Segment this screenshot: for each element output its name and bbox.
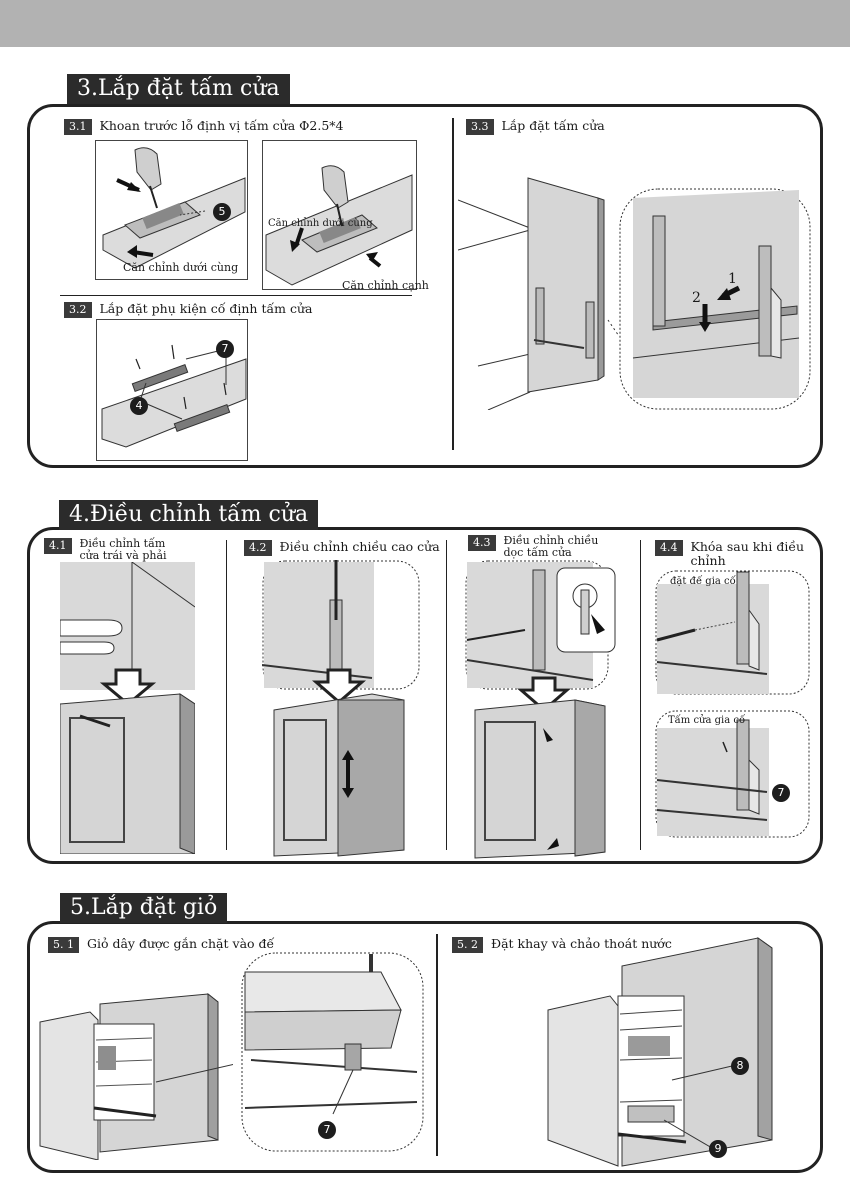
step-4-4: 4.4 Khóa sau khi điều chỉnh (655, 540, 809, 568)
step-label: Khoan trước lỗ định vị tấm cửa Φ2.5*4 (99, 118, 344, 133)
step-label: Đặt khay và chảo thoát nước (491, 936, 672, 951)
section-5-vertical-divider (436, 934, 438, 1156)
depth-adjust-illustration (465, 560, 625, 860)
section-4-divider-3 (640, 540, 641, 850)
arrow-label-2: 2 (692, 290, 701, 306)
step-5-1: 5. 1 Giỏ dây được gắn chặt vào đế (48, 937, 274, 953)
step-number: 4.1 (44, 538, 72, 554)
step-3-1: 3.1 Khoan trước lỗ định vị tấm cửa Φ2.5*… (64, 119, 343, 135)
step-label: Điều chỉnh tấm cửa trái và phải (79, 537, 167, 562)
step-label: Khóa sau khi điều chỉnh (690, 539, 805, 568)
door-install-detail-zoom (619, 188, 811, 410)
arrow-label-1: 1 (728, 271, 737, 287)
section-3-vertical-divider (452, 118, 454, 450)
callout-9: 9 (709, 1140, 727, 1158)
door-install-illustration (458, 170, 618, 410)
step-3-2: 3.2 Lắp đặt phụ kiện cố định tấm cửa (64, 302, 312, 318)
callout-7: 7 (772, 784, 790, 802)
drill-illustration-bottom-align (95, 140, 248, 280)
caption-reinforce-base: đặt đế gia cố (670, 576, 736, 587)
lock-after-adjust-illustration-top (655, 570, 810, 695)
section-4-title: 4.Điều chỉnh tấm cửa (59, 500, 319, 530)
step-3-3: 3.3 Lắp đặt tấm cửa (466, 119, 605, 135)
step-number: 3.3 (466, 119, 494, 135)
step-number: 4.3 (468, 535, 496, 551)
step-label: Giỏ dây được gắn chặt vào đế (87, 936, 275, 951)
section-3-title: 3.Lắp đặt tấm cửa (67, 74, 290, 104)
caption-bottom-align-2: Căn chỉnh dưới cùng (268, 218, 373, 229)
step-number: 4.2 (244, 540, 272, 556)
callout-8: 8 (731, 1057, 749, 1075)
step-4-1: 4.1 Điều chỉnh tấm cửa trái và phải (44, 538, 185, 562)
step-number: 3.2 (64, 302, 92, 318)
step-label: Lắp đặt tấm cửa (501, 118, 605, 133)
tray-drain-pan-illustration (546, 930, 776, 1168)
step-label: Điều chỉnh chiều cao cửa (279, 539, 440, 554)
step-number: 4.4 (655, 540, 683, 556)
step-4-3: 4.3 Điều chỉnh chiều dọc tấm cửa (468, 535, 604, 559)
callout-5: 5 (213, 203, 231, 221)
lock-after-adjust-illustration-bottom (655, 710, 810, 838)
callout-7: 7 (216, 340, 234, 358)
section-4-divider-2 (446, 540, 447, 850)
section-4-divider-1 (226, 540, 227, 850)
caption-bottom-align: Căn chỉnh dưới cùng (123, 261, 239, 274)
step-5-2: 5. 2 Đặt khay và chảo thoát nước (452, 937, 672, 953)
step-number: 5. 1 (48, 937, 79, 953)
callout-7: 7 (318, 1121, 336, 1139)
caption-reinforced-door: Tấm cửa gia cố (668, 715, 746, 726)
height-adjust-illustration (262, 560, 420, 858)
drill-illustration-side-align (262, 140, 417, 290)
step-number: 5. 2 (452, 937, 483, 953)
step-label: Điều chỉnh chiều dọc tấm cửa (503, 534, 599, 559)
basket-attach-illustration (38, 990, 233, 1160)
step-4-2: 4.2 Điều chỉnh chiều cao cửa (244, 540, 440, 556)
divider-3-1-3-2 (60, 295, 412, 296)
step-label: Lắp đặt phụ kiện cố định tấm cửa (99, 301, 313, 316)
left-right-adjust-illustration (60, 562, 195, 854)
caption-side-align: Căn chỉnh cạnh (342, 279, 429, 292)
top-header-bar (0, 0, 850, 47)
step-number: 3.1 (64, 119, 92, 135)
basket-attach-detail-zoom (241, 952, 424, 1152)
section-5-title: 5.Lắp đặt giỏ (60, 893, 228, 923)
callout-4: 4 (130, 397, 148, 415)
